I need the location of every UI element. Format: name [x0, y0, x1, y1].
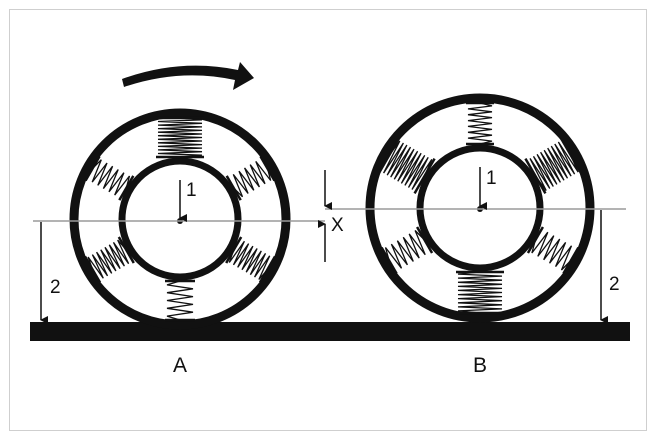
- wheel-b-spring-plate: [526, 226, 545, 254]
- wheel-b-springs: [377, 101, 583, 315]
- wheel-a-inner-hub: [118, 157, 242, 281]
- wheel-a-spring-plate: [225, 175, 242, 201]
- wheel-b-spring: [467, 102, 493, 145]
- wheel-a-spring-plate: [83, 255, 102, 284]
- label-1-b: 1: [486, 168, 497, 189]
- wheel-b: [365, 93, 595, 323]
- label-wheel-a: A: [173, 354, 187, 377]
- wheel-b-spring: [383, 140, 433, 190]
- wheel-a-spring: [232, 161, 272, 198]
- wheel-a-outer-ring: [69, 108, 291, 330]
- wheel-b-spring: [384, 230, 426, 269]
- wheel-a-spring: [228, 240, 271, 280]
- wheel-a-spring-plate: [117, 236, 135, 264]
- rotation-arrow: [122, 62, 254, 90]
- frame-border: [9, 9, 647, 431]
- wheel-a: [69, 108, 291, 330]
- ground-bar: [30, 322, 630, 341]
- wheel-a-spring: [166, 280, 194, 321]
- wheel-b-spring-plate: [562, 246, 580, 275]
- wheel-b-spring-plate: [413, 158, 436, 194]
- wheel-a-springs: [83, 116, 277, 322]
- wheel-b-outer-ring: [365, 93, 595, 323]
- wheel-b-spring: [529, 141, 579, 191]
- wheel-b-spring: [457, 271, 503, 314]
- wheel-b-spring-plate: [377, 137, 401, 174]
- label-1-a: 1: [186, 180, 197, 201]
- label-wheel-b: B: [473, 354, 487, 377]
- wheel-a-spring: [87, 239, 130, 279]
- wheel-b-inner-hub: [416, 144, 544, 272]
- wheel-a-spring-plate: [259, 155, 276, 182]
- wheel-b-spring: [531, 231, 573, 271]
- label-2-b: 2: [609, 274, 620, 295]
- wheel-a-spring: [91, 159, 131, 196]
- wheel-a-spring: [157, 117, 203, 158]
- label-x: X: [331, 215, 344, 236]
- label-2-a: 2: [50, 277, 61, 298]
